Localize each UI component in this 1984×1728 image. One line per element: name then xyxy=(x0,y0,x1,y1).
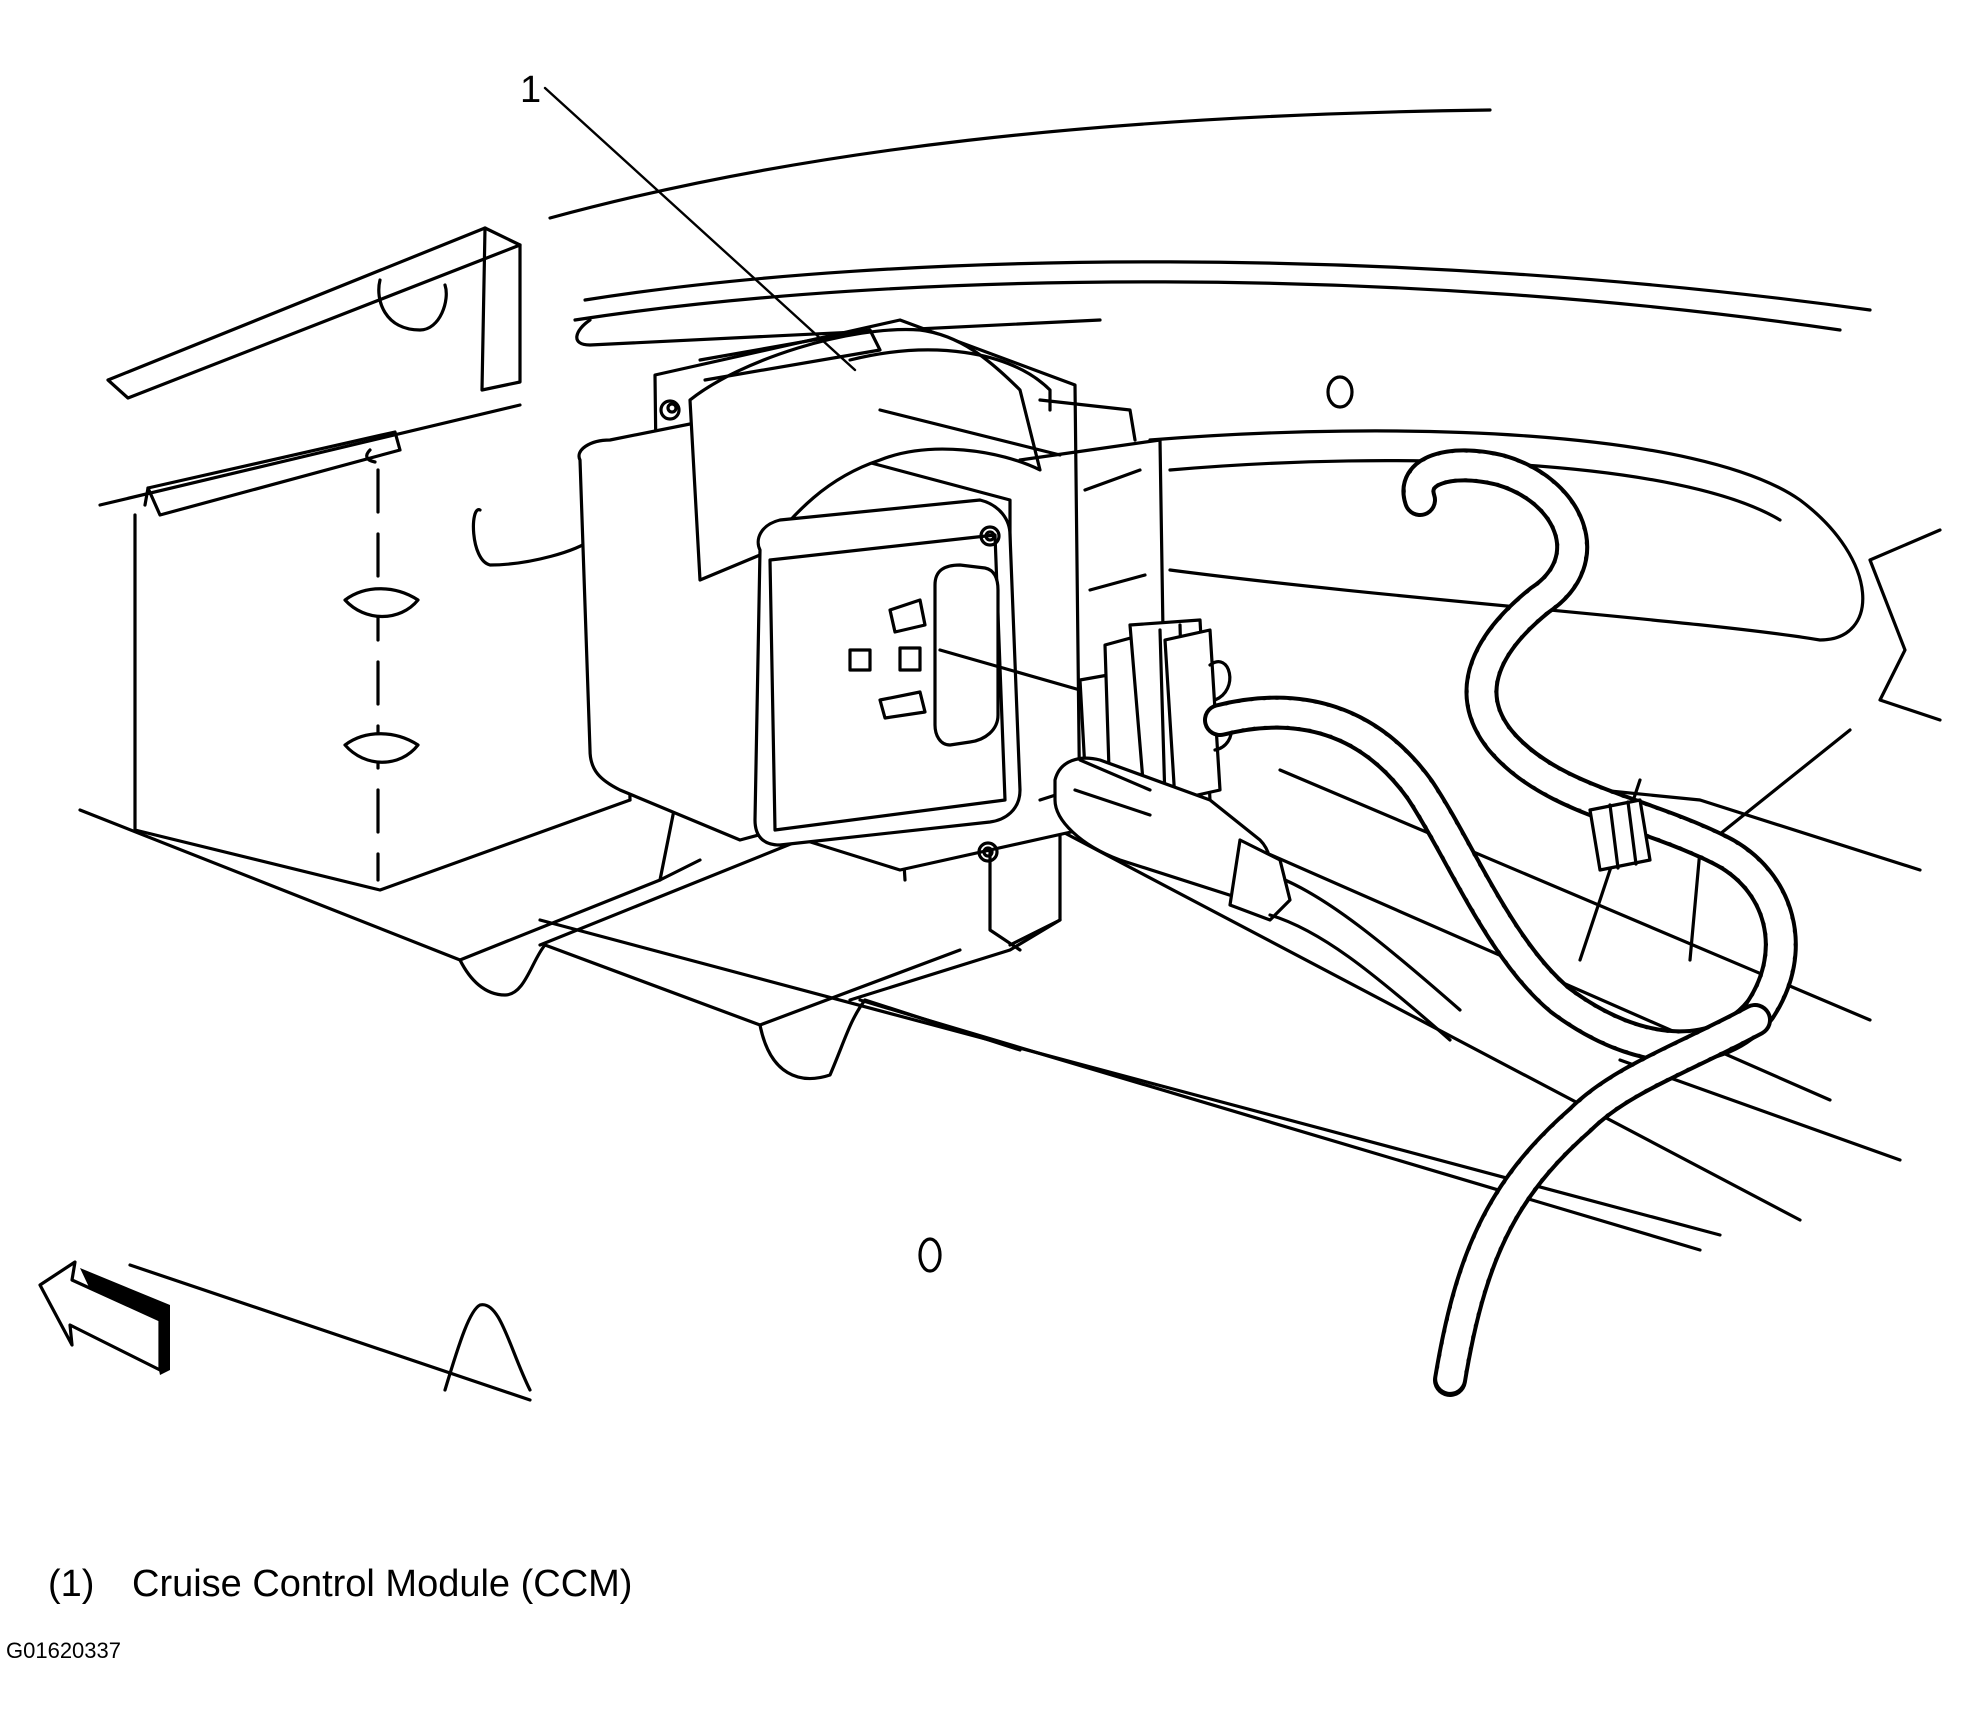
cruise-control-module-illustration: 1 xyxy=(38,69,1942,1402)
body-panel-curves xyxy=(548,108,1872,409)
wire-harness xyxy=(1203,448,1798,1397)
callout-1-number: 1 xyxy=(520,69,541,111)
callout-1: 1 xyxy=(520,69,857,372)
forward-arrow-icon xyxy=(38,1260,170,1375)
figure-id: G01620337 xyxy=(6,1638,121,1663)
legend-label: Cruise Control Module (CCM) xyxy=(132,1563,633,1605)
legend: (1) Cruise Control Module (CCM) xyxy=(48,1563,632,1606)
left-bracket xyxy=(98,226,632,892)
cruise-control-module xyxy=(577,318,1167,872)
legend-number: (1) xyxy=(48,1563,95,1605)
module-connectors xyxy=(938,618,1462,1042)
